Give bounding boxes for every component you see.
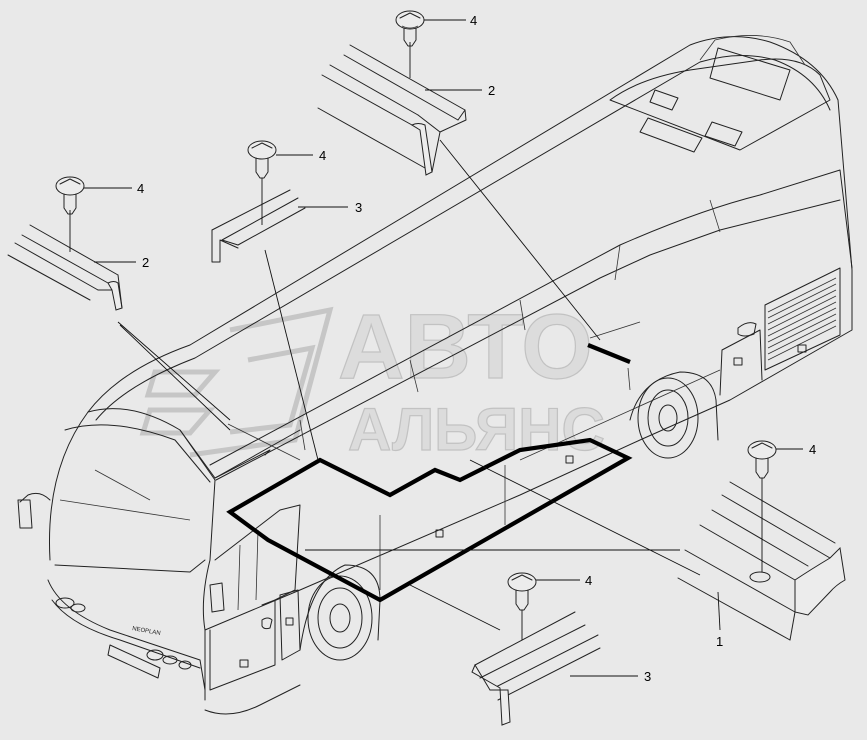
- part-rail-left: [7, 224, 123, 311]
- highlight-outlines: [226, 321, 641, 603]
- callout-screw-bottom: 4: [585, 573, 592, 588]
- callout-screw-right: 4: [809, 442, 816, 457]
- screw-top-icon: [395, 10, 425, 78]
- screw-right-icon: [747, 440, 777, 572]
- mirror-icon: [17, 492, 225, 613]
- rear-strip-highlight: [587, 343, 631, 364]
- watermark-logo-icon: [139, 306, 334, 458]
- part-rail-right: [677, 481, 846, 641]
- leader-lines: [117, 139, 701, 631]
- callouts: 4 2 4 3 4 2 4 1 4 3: [84, 13, 816, 684]
- watermark-line2: АЛЬЯНС: [348, 396, 605, 463]
- callout-rail-bottom: 3: [644, 669, 651, 684]
- callout-screw-left: 4: [137, 181, 144, 196]
- part-rail-top: [317, 44, 467, 176]
- part-rail-bottom: [471, 611, 601, 726]
- watermark-line1: АВТО: [338, 296, 593, 398]
- screw-bottom-icon: [507, 572, 537, 640]
- screw-mid-icon: [247, 140, 277, 225]
- bus-body: NEOPLAN: [17, 35, 853, 715]
- callout-rail-right: 1: [716, 634, 723, 649]
- callout-rail-top: 2: [488, 83, 495, 98]
- callout-screw-mid: 4: [319, 148, 326, 163]
- callout-rail-mid: 3: [355, 200, 362, 215]
- callout-screw-top: 4: [470, 13, 477, 28]
- watermark: АВТО АЛЬЯНС: [139, 295, 605, 464]
- luggage-bay-highlight: [226, 437, 633, 603]
- callout-rail-left: 2: [142, 255, 149, 270]
- bus-badge: NEOPLAN: [132, 626, 161, 637]
- part-rail-mid: [211, 189, 306, 263]
- screw-left-icon: [55, 176, 85, 252]
